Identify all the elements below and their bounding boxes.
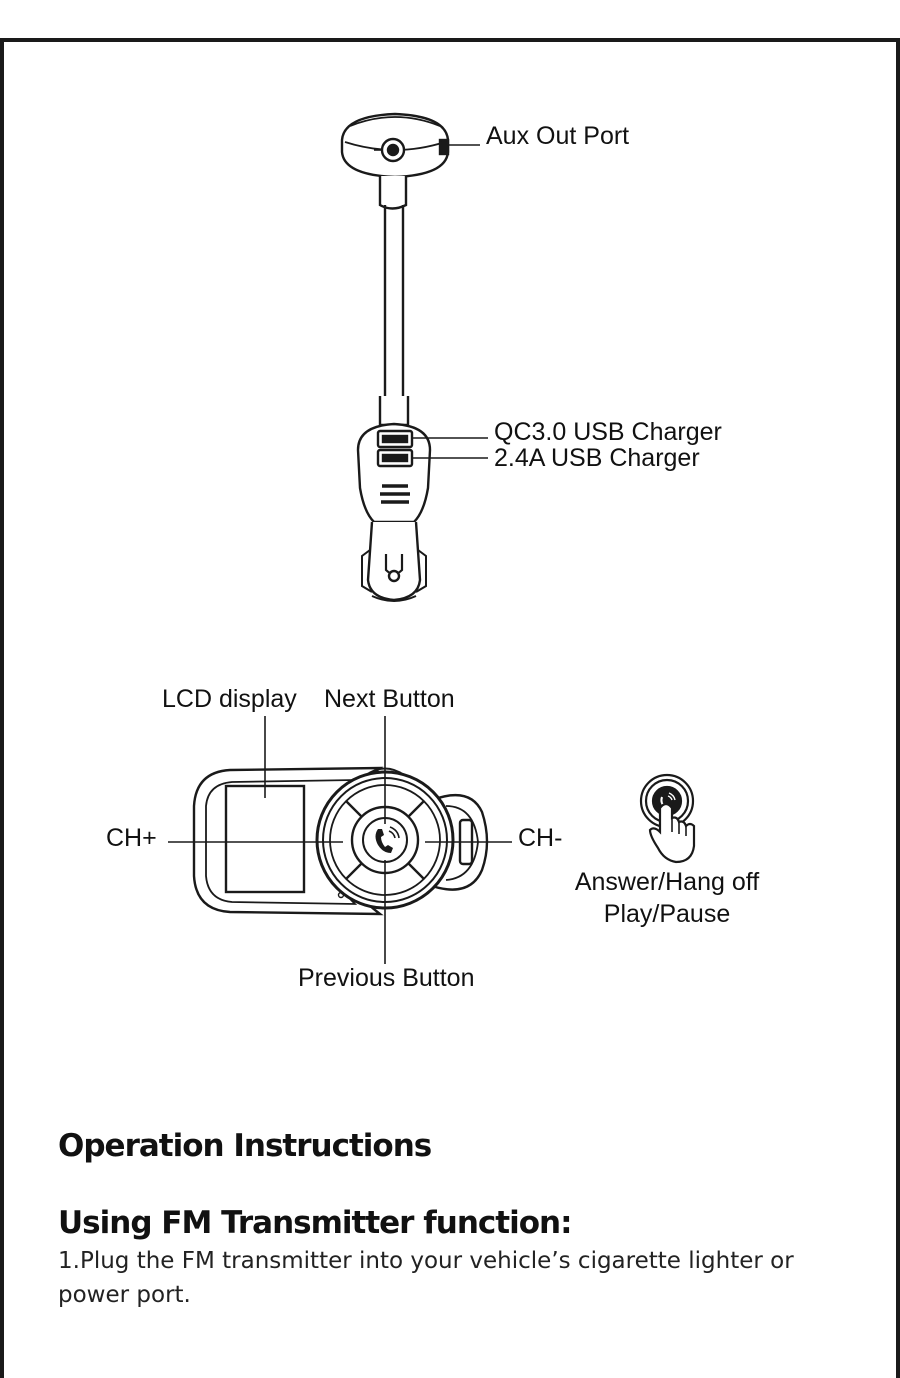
frame-top-border (0, 38, 900, 42)
label-qc-usb-charger: QC3.0 USB Charger (494, 418, 722, 446)
section-heading: Operation Instructions (58, 1128, 432, 1164)
page-frame (0, 38, 900, 1378)
label-play-pause: Play/Pause (603, 900, 731, 928)
frame-right-border (896, 38, 900, 1378)
label-next-button: Next Button (324, 685, 455, 713)
label-24a-usb-charger: 2.4A USB Charger (494, 444, 700, 472)
label-ch-minus: CH- (518, 824, 563, 852)
label-lcd-display: LCD display (162, 685, 297, 713)
usb-port-icon (376, 448, 414, 468)
label-answer-hang-off: Answer/Hang off (574, 868, 760, 896)
hand-press-icon (639, 773, 696, 864)
section-subheading: Using FM Transmitter function: (58, 1205, 572, 1241)
label-previous-button: Previous Button (298, 964, 475, 992)
aux-port-icon (374, 137, 406, 163)
label-ch-plus: CH+ (106, 824, 157, 852)
charger-illustration (340, 112, 450, 602)
label-aux-out-port: Aux Out Port (486, 122, 630, 150)
frame-left-border (0, 38, 4, 1378)
instruction-step-1: 1.Plug the FM transmitter into your vehi… (58, 1248, 794, 1308)
phone-icon (375, 826, 400, 853)
transmitter-front-illustration (192, 766, 489, 916)
usb-port-icon (376, 429, 414, 449)
